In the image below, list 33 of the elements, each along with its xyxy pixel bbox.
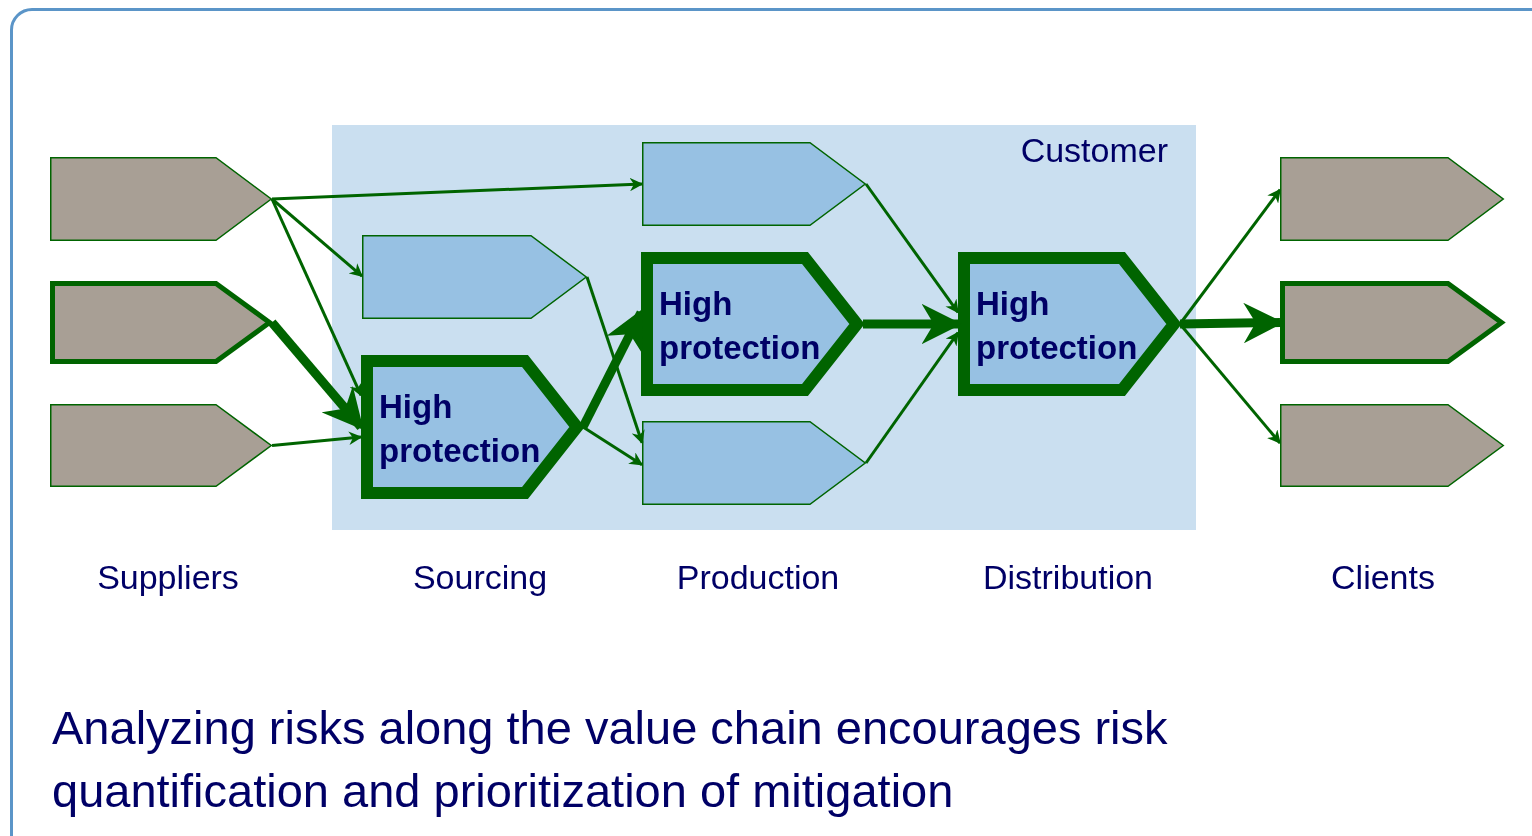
- chevron-shape: [1280, 157, 1504, 241]
- stage-label: Sourcing: [412, 558, 548, 597]
- chevron-shape: [1280, 404, 1504, 487]
- chevron-shape: [50, 281, 272, 364]
- arrow: [864, 183, 960, 314]
- arrow: [1178, 188, 1282, 325]
- arrow: [271, 431, 363, 447]
- chevron-shape: [362, 235, 587, 319]
- stage-label: Distribution: [982, 558, 1154, 597]
- chevron-box: [641, 252, 863, 396]
- region-label: Customer: [1020, 131, 1168, 170]
- arrow: [270, 198, 363, 397]
- node-text: High protection: [379, 387, 542, 471]
- stage-label: Production: [676, 558, 840, 597]
- stage-label: Suppliers: [97, 558, 239, 597]
- chevron-shape: [642, 421, 866, 505]
- chevron-shape: [50, 404, 272, 487]
- arrow: [582, 425, 644, 466]
- arrow: [585, 276, 645, 445]
- customer-region: [332, 125, 1196, 530]
- chevron-shape: [642, 142, 866, 226]
- arrow: [864, 331, 960, 464]
- stage-label: Clients: [1331, 558, 1435, 597]
- chevron-shape: [1280, 281, 1504, 364]
- chevron-box: [361, 355, 583, 499]
- arrow: [271, 197, 363, 278]
- arrow: [271, 177, 644, 201]
- chevron-shape: [50, 157, 272, 241]
- arrow: [1178, 323, 1282, 445]
- node-text: High protection: [659, 284, 822, 368]
- node-text: High protection: [976, 284, 1139, 368]
- chevron-box: [958, 252, 1180, 396]
- caption: Analyzing risks along the value chain encourages risk quantification and prioritization of mitigation: [52, 700, 1169, 819]
